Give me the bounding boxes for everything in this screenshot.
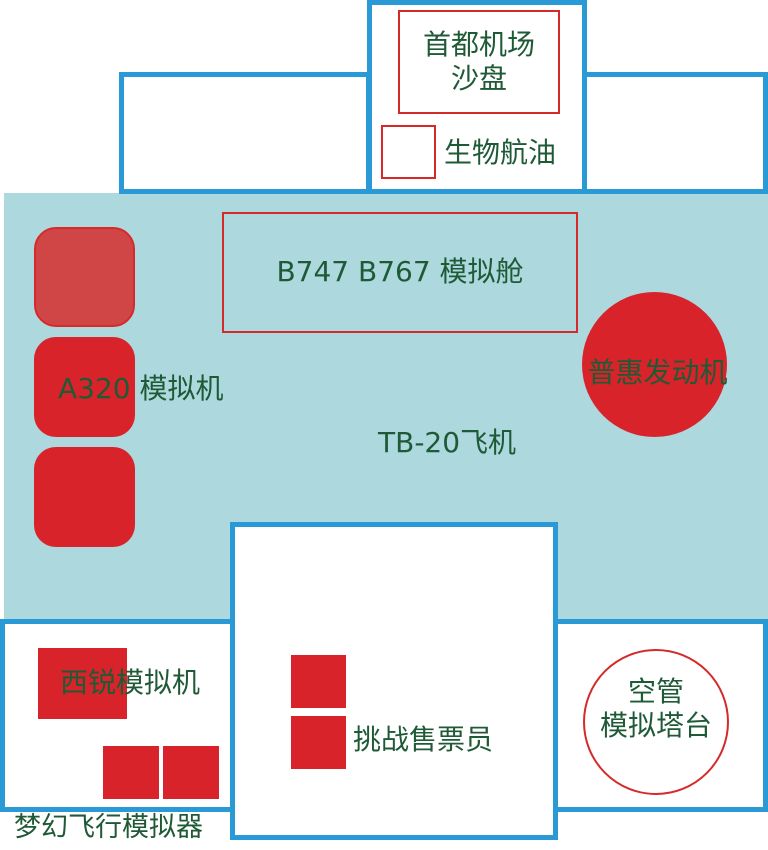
challenge-block-2 <box>291 716 346 769</box>
top-left-wing <box>119 72 371 194</box>
sand-table-box <box>398 10 560 114</box>
biofuel-label: 生物航油 <box>444 136 557 169</box>
pw-engine-circle <box>582 292 727 437</box>
atc-tower-circle <box>583 649 729 795</box>
a320-simulator-2 <box>34 337 135 437</box>
challenge-ticket-label: 挑战售票员 <box>353 723 494 756</box>
a320-simulator-1 <box>34 227 135 327</box>
top-center-room <box>367 0 587 194</box>
atc-tower-label: 空管 模拟塔台 <box>599 675 712 742</box>
cirrus-simulator-block <box>38 648 127 719</box>
dream-flight-block-1 <box>103 746 159 799</box>
sand-table-label: 首都机场 沙盘 <box>422 28 535 95</box>
top-right-wing <box>582 72 768 194</box>
bottom-center-room <box>230 522 558 840</box>
b747-b767-simulator-box <box>222 212 578 333</box>
biofuel-box <box>381 125 436 179</box>
dream-flight-block-2 <box>163 746 219 799</box>
pw-engine-label: 普惠发动机 <box>587 356 728 389</box>
tb20-aircraft-label: TB-20飞机 <box>378 426 517 459</box>
a320-simulator-3 <box>34 447 135 547</box>
b747-b767-simulator-label: B747 B767 模拟舱 <box>276 255 524 288</box>
a320-simulator-label: A320 模拟机 <box>58 372 224 405</box>
challenge-block-1 <box>291 655 346 708</box>
cirrus-simulator-label: 西锐模拟机 <box>60 666 201 699</box>
dream-flight-label: 梦幻飞行模拟器 <box>14 812 203 843</box>
